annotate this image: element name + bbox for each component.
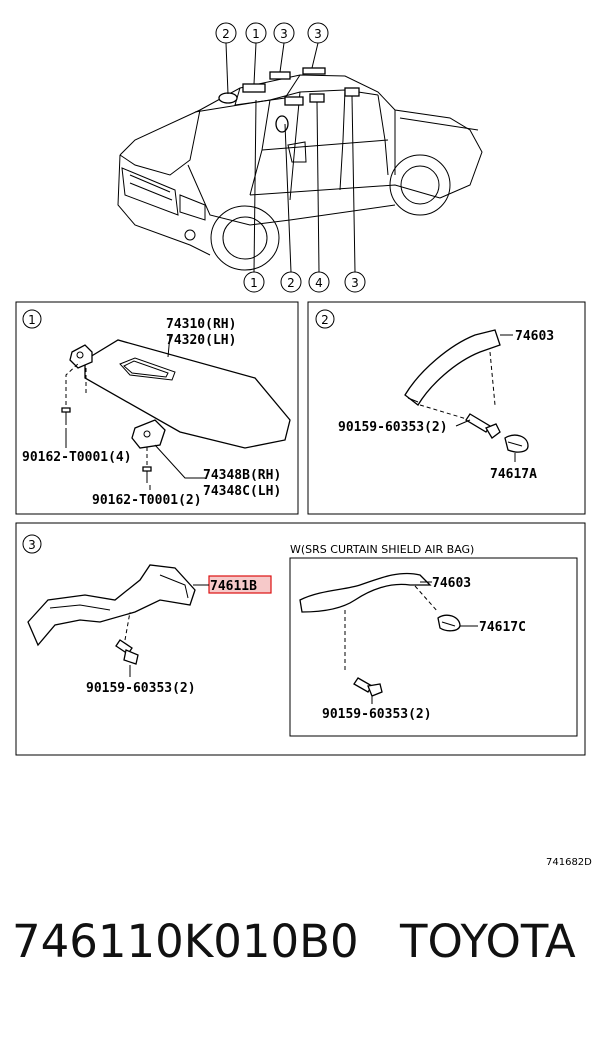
footer-part-number: 746110K010B0: [12, 915, 359, 968]
svg-text:2: 2: [321, 313, 329, 327]
footer-brand: TOYOTA: [400, 915, 576, 968]
panel-3-rear-grip: 3 74611B 90159-60353(2) W(SRS CURTAIN SH…: [15, 522, 586, 756]
svg-text:74617C: 74617C: [479, 620, 526, 635]
panel-2-assist-grip: 2 74603 90159-60353(2) 74617A: [307, 301, 586, 515]
svg-text:74348C(LH): 74348C(LH): [203, 484, 281, 499]
svg-text:W(SRS CURTAIN SHIELD AIR BAG): W(SRS CURTAIN SHIELD AIR BAG): [290, 543, 474, 556]
svg-text:90159-60353(2): 90159-60353(2): [322, 707, 432, 722]
svg-text:90159-60353(2): 90159-60353(2): [338, 420, 448, 435]
svg-text:90162-T0001(2): 90162-T0001(2): [92, 493, 202, 508]
svg-text:2: 2: [222, 27, 230, 41]
callout-top-3: 3: [273, 22, 295, 44]
callout-bottom-4: 3: [344, 271, 366, 293]
panel-1-sun-visor: 1 74310(RH) 74320(LH) 90162-T0001(4) 743…: [15, 301, 299, 515]
callout-bottom-1: 1: [243, 271, 265, 293]
svg-text:74310(RH): 74310(RH): [166, 317, 236, 332]
svg-text:3: 3: [351, 276, 359, 290]
svg-text:3: 3: [280, 27, 288, 41]
callout-top-4: 3: [307, 22, 329, 44]
svg-text:3: 3: [314, 27, 322, 41]
svg-text:1: 1: [250, 276, 258, 290]
svg-text:1: 1: [28, 313, 36, 327]
highlighted-part-label: 74611B: [210, 579, 257, 594]
svg-text:74320(LH): 74320(LH): [166, 333, 236, 348]
svg-text:74603: 74603: [515, 329, 554, 344]
footer: 746110K010B0 TOYOTA: [0, 915, 600, 985]
svg-text:74348B(RH): 74348B(RH): [203, 468, 281, 483]
svg-text:74603: 74603: [432, 576, 471, 591]
svg-text:90162-T0001(4): 90162-T0001(4): [22, 450, 132, 465]
svg-text:2: 2: [287, 276, 295, 290]
truck-illustration: [117, 42, 483, 273]
diagram-code: 741682D: [546, 857, 592, 868]
callout-bottom-3: 4: [308, 271, 330, 293]
callout-top-2: 1: [245, 22, 267, 44]
svg-text:90159-60353(2): 90159-60353(2): [86, 681, 196, 696]
svg-text:3: 3: [28, 538, 36, 552]
svg-text:4: 4: [315, 276, 323, 290]
callout-bottom-2: 2: [280, 271, 302, 293]
callout-top-1: 2: [215, 22, 237, 44]
svg-text:74617A: 74617A: [490, 467, 537, 482]
svg-text:1: 1: [252, 27, 260, 41]
